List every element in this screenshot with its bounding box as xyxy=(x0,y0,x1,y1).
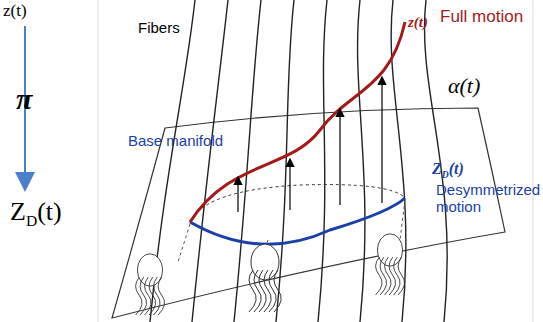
projection-label: π xyxy=(16,82,32,115)
full-motion-label: Full motion xyxy=(440,8,523,27)
fibers-label: Fibers xyxy=(138,20,180,37)
full-motion-symbol: z(t) xyxy=(408,14,428,31)
total-space-label: z(t) xyxy=(3,2,27,21)
desym-symbol: ZD(t) xyxy=(432,160,464,181)
jellyfish-figures xyxy=(136,234,405,315)
full-motion-curve xyxy=(190,22,405,222)
desymmetrized-curve xyxy=(190,198,405,244)
base-manifold-label: Base manifold xyxy=(128,133,223,150)
desym-label: Desymmetrized motion xyxy=(436,182,540,215)
connection-label: α(t) xyxy=(448,74,480,98)
base-space-label: ZD(t) xyxy=(10,198,62,229)
fibers xyxy=(150,0,447,322)
